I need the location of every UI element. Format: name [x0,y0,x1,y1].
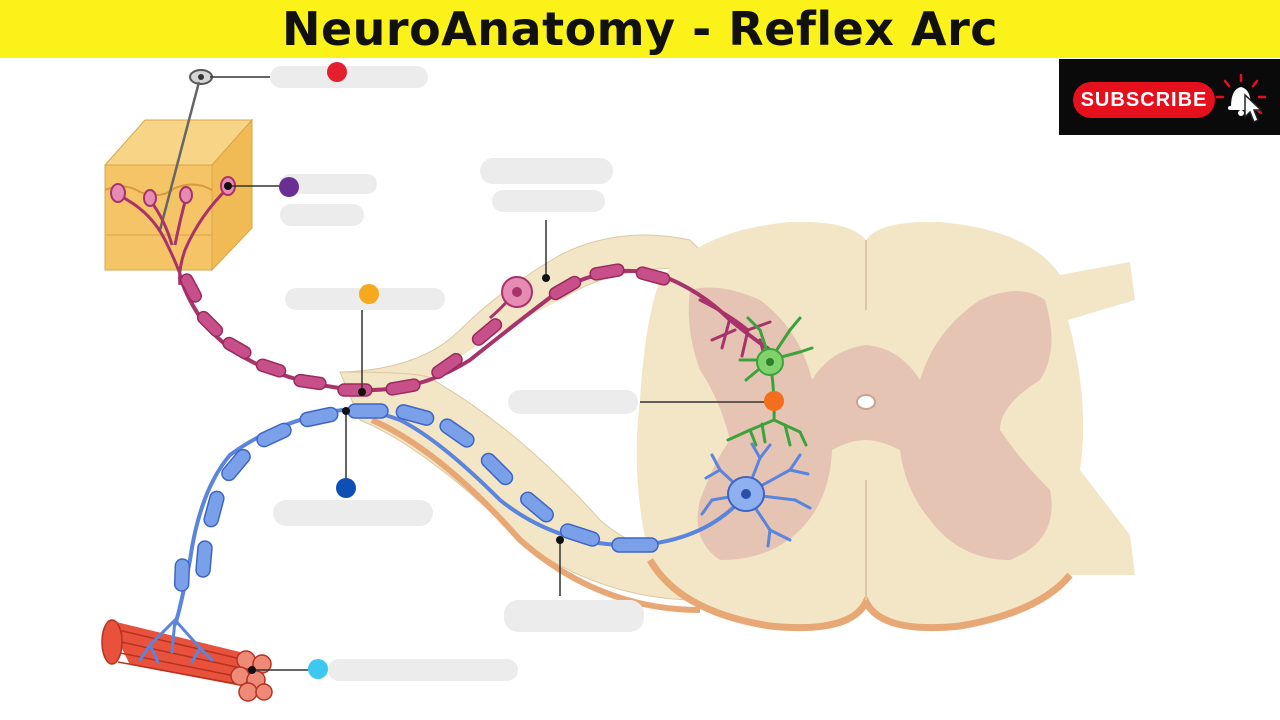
blank-labels [270,66,644,681]
marker-interneuron [764,391,784,411]
marker-skin-receptor [279,177,299,197]
subscribe-button[interactable]: SUBSCRIBE [1073,82,1215,118]
marker-sensory-neuron [359,284,379,304]
leader-dots [224,182,564,674]
reflex-arc-diagram [101,62,1135,702]
sensory-neuron [110,176,772,397]
subscribe-panel: SUBSCRIBE [1059,59,1280,135]
bell-icon[interactable] [1215,69,1275,127]
interneuron [726,316,814,447]
title-bar: NeuroAnatomy - Reflex Arc [0,0,1280,58]
marker-effector [308,659,328,679]
muscle [101,618,273,702]
page-title: NeuroAnatomy - Reflex Arc [281,2,999,56]
marker-motor-neuron [336,478,356,498]
motor-neuron [173,403,812,626]
spinal-cord [636,221,1135,632]
marker-dots [279,62,784,679]
leader-lines [210,76,772,671]
hand-cursor-icon [1244,93,1263,124]
skin-block [103,118,254,272]
marker-receptor [327,62,347,82]
